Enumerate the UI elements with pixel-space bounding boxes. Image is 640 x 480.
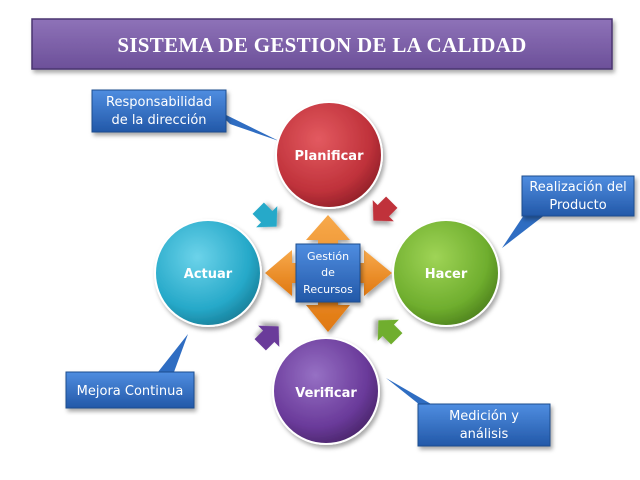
cycle-arrow-to-actuar [254,325,280,351]
circle-label-planificar: Planificar [295,149,365,164]
page-title: SISTEMA DE GESTION DE LA CALIDAD [117,33,526,57]
center-line-3: Recursos [303,283,353,296]
callout-medicion-line-1: Medición y [449,409,519,424]
circle-label-hacer: Hacer [425,267,468,282]
callout-pointer-mejora [158,334,188,372]
title-background [31,18,613,70]
callout-mejora-line-1: Mejora Continua [77,384,184,399]
cycle-arrow-to-verificar [377,319,403,345]
center-line-2: de [321,266,335,279]
cycle-arrow-to-planificar [252,202,278,228]
callout-responsabilidad-line-1: Responsabilidad [106,95,212,110]
circle-label-actuar: Actuar [184,267,233,282]
center-box [295,243,361,303]
center-line-1: Gestión [307,250,349,263]
circle-hacer: Hacer [392,219,500,327]
title-banner: SISTEMA DE GESTION DE LA CALIDAD [31,18,613,70]
callout-medicion: Medición y análisis [417,403,551,447]
circle-verificar: Verificar [272,337,380,445]
callout-pointer-responsabilidad [216,110,279,141]
callout-responsabilidad-line-2: de la dirección [111,113,206,128]
callout-pointer-medicion [386,378,438,408]
cycle-arrow-to-hacer [372,196,398,222]
callout-realizacion-line-1: Realización del [529,180,626,195]
callout-realizacion-line-2: Producto [549,198,606,213]
callout-mejora: Mejora Continua [65,371,195,409]
center-box-gestion-recursos: Gestión de Recursos [295,243,361,303]
circle-label-verificar: Verificar [295,386,357,401]
callout-medicion-line-2: análisis [460,427,509,442]
circle-planificar: Planificar [275,101,383,209]
callout-realizacion: Realización del Producto [521,175,635,217]
circle-actuar: Actuar [154,219,262,327]
callout-responsabilidad: Responsabilidad de la dirección [91,89,227,133]
